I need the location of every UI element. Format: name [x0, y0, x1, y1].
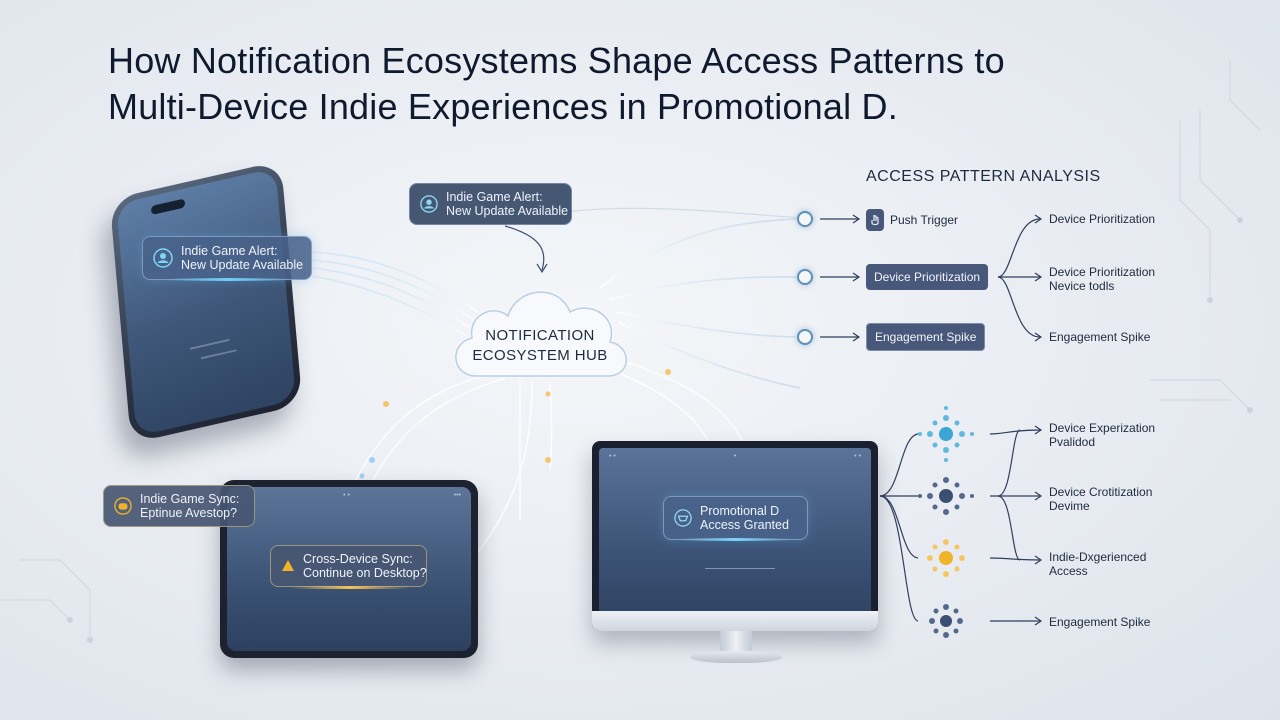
hub-label-line-2: ECOSYSTEM HUB [472, 347, 608, 364]
outcome-bottom-2: Device Crotitization Devime [1049, 485, 1152, 513]
tablet-status-bar: •• •••• [237, 492, 461, 499]
phone-card-glow [168, 278, 288, 281]
title-line-2: Multi-Device Indie Experiences in Promot… [108, 86, 898, 127]
phone-camera-notch [150, 198, 186, 216]
outcome-top-1: Device Prioritization [1049, 212, 1155, 226]
phone-screen-line [189, 338, 230, 350]
step-device-prioritization[interactable]: Device Prioritization [866, 264, 989, 290]
cluster-slate-icon [929, 604, 963, 638]
outcome-top-2-line-2: Nevice todls [1049, 279, 1115, 293]
floating-card-line-2: New Update Available [446, 204, 569, 218]
side-card-line-1: Indie Game Sync: [140, 492, 240, 506]
side-notification-card[interactable]: Indie Game Sync: Eptinue Avestop? [103, 485, 255, 527]
monitor-notification-card[interactable]: Promotional D Access Granted [663, 496, 808, 540]
phone-card-line-1: Indie Game Alert: [181, 244, 278, 258]
outcome-bottom-3: Indie-Dxgerienced Access [1049, 550, 1146, 578]
flow-node-3 [797, 329, 813, 345]
flow-node-1 [797, 211, 813, 227]
outcome-bottom-2-line-1: Device Crotitization [1049, 485, 1153, 499]
cluster-navy-icon [918, 477, 974, 515]
tablet-card-line-2: Continue on Desktop? [303, 566, 427, 580]
side-card-line-2: Eptinue Avestop? [140, 506, 238, 520]
title-line-1: How Notification Ecosystems Shape Access… [108, 40, 1005, 81]
outcome-top-2-line-1: Device Prioritization [1049, 265, 1156, 279]
floating-card-line-1: Indie Game Alert: [446, 190, 543, 204]
phone-screen-line [200, 349, 237, 360]
outcome-bottom-4-line-1: Engagement Spike [1049, 615, 1151, 629]
outcome-bottom-3-line-2: Access [1049, 564, 1088, 578]
tablet-notification-card[interactable]: Cross-Device Sync: Continue on Desktop? [270, 545, 427, 587]
step-push-trigger-label: Push Trigger [890, 213, 959, 227]
page-title: How Notification Ecosystems Shape Access… [108, 38, 1188, 130]
outcome-bottom-3-line-1: Indie-Dxgerienced [1049, 550, 1147, 564]
monitor-stand-base [690, 651, 782, 663]
monitor-screen-line [705, 568, 775, 569]
hub-label-line-1: NOTIFICATION [485, 327, 595, 344]
step-push-trigger[interactable]: Push Trigger [866, 209, 958, 231]
outcome-top-2: Device Prioritization Nevice todls [1049, 265, 1155, 293]
outcome-bottom-1-line-1: Device Experization [1049, 421, 1156, 435]
user-icon [153, 248, 173, 268]
cluster-teal-icon [918, 406, 974, 462]
phone-screen [116, 167, 296, 437]
phone-notification-card[interactable]: Indie Game Alert: New Update Available [142, 236, 312, 280]
cluster-gold-icon [927, 539, 965, 577]
flow-node-2 [797, 269, 813, 285]
cloud-hub-icon [455, 291, 627, 377]
gamepad-icon [674, 509, 692, 527]
tablet-card-glow [290, 586, 410, 589]
sync-icon [114, 497, 132, 515]
outcome-bottom-1-line-2: Pvalidod [1049, 435, 1096, 449]
outcome-top-3: Engagement Spike [1049, 330, 1150, 344]
analysis-title: ACCESS PATTERN ANALYSIS [866, 168, 1101, 185]
outcome-bottom-4: Engagement Spike [1049, 615, 1150, 629]
warning-icon [282, 560, 294, 571]
outcome-top-3-line-1: Engagement Spike [1049, 330, 1151, 344]
smartphone-device [109, 160, 303, 444]
monitor-status-bar: • ••• • [609, 453, 861, 460]
outcome-bottom-1: Device Experization Pvalidod [1049, 421, 1155, 449]
monitor-chin [592, 611, 878, 631]
step-engagement-spike[interactable]: Engagement Spike [866, 323, 986, 351]
phone-card-line-2: New Update Available [181, 258, 304, 272]
monitor-stand-neck [720, 631, 752, 653]
monitor-card-line-2: Access Granted [700, 518, 789, 532]
tablet-card-line-1: Cross-Device Sync: [303, 552, 413, 566]
floating-notification-card[interactable]: Indie Game Alert: New Update Available [409, 183, 572, 225]
user-icon [420, 195, 438, 213]
monitor-card-line-1: Promotional D [700, 504, 780, 518]
monitor-card-glow [680, 538, 790, 541]
outcome-top-1-line-1: Device Prioritization [1049, 212, 1156, 226]
hand-icon [866, 209, 884, 231]
outcome-bottom-2-line-2: Devime [1049, 499, 1090, 513]
hub-label: NOTIFICATION ECOSYSTEM HUB [460, 326, 620, 366]
